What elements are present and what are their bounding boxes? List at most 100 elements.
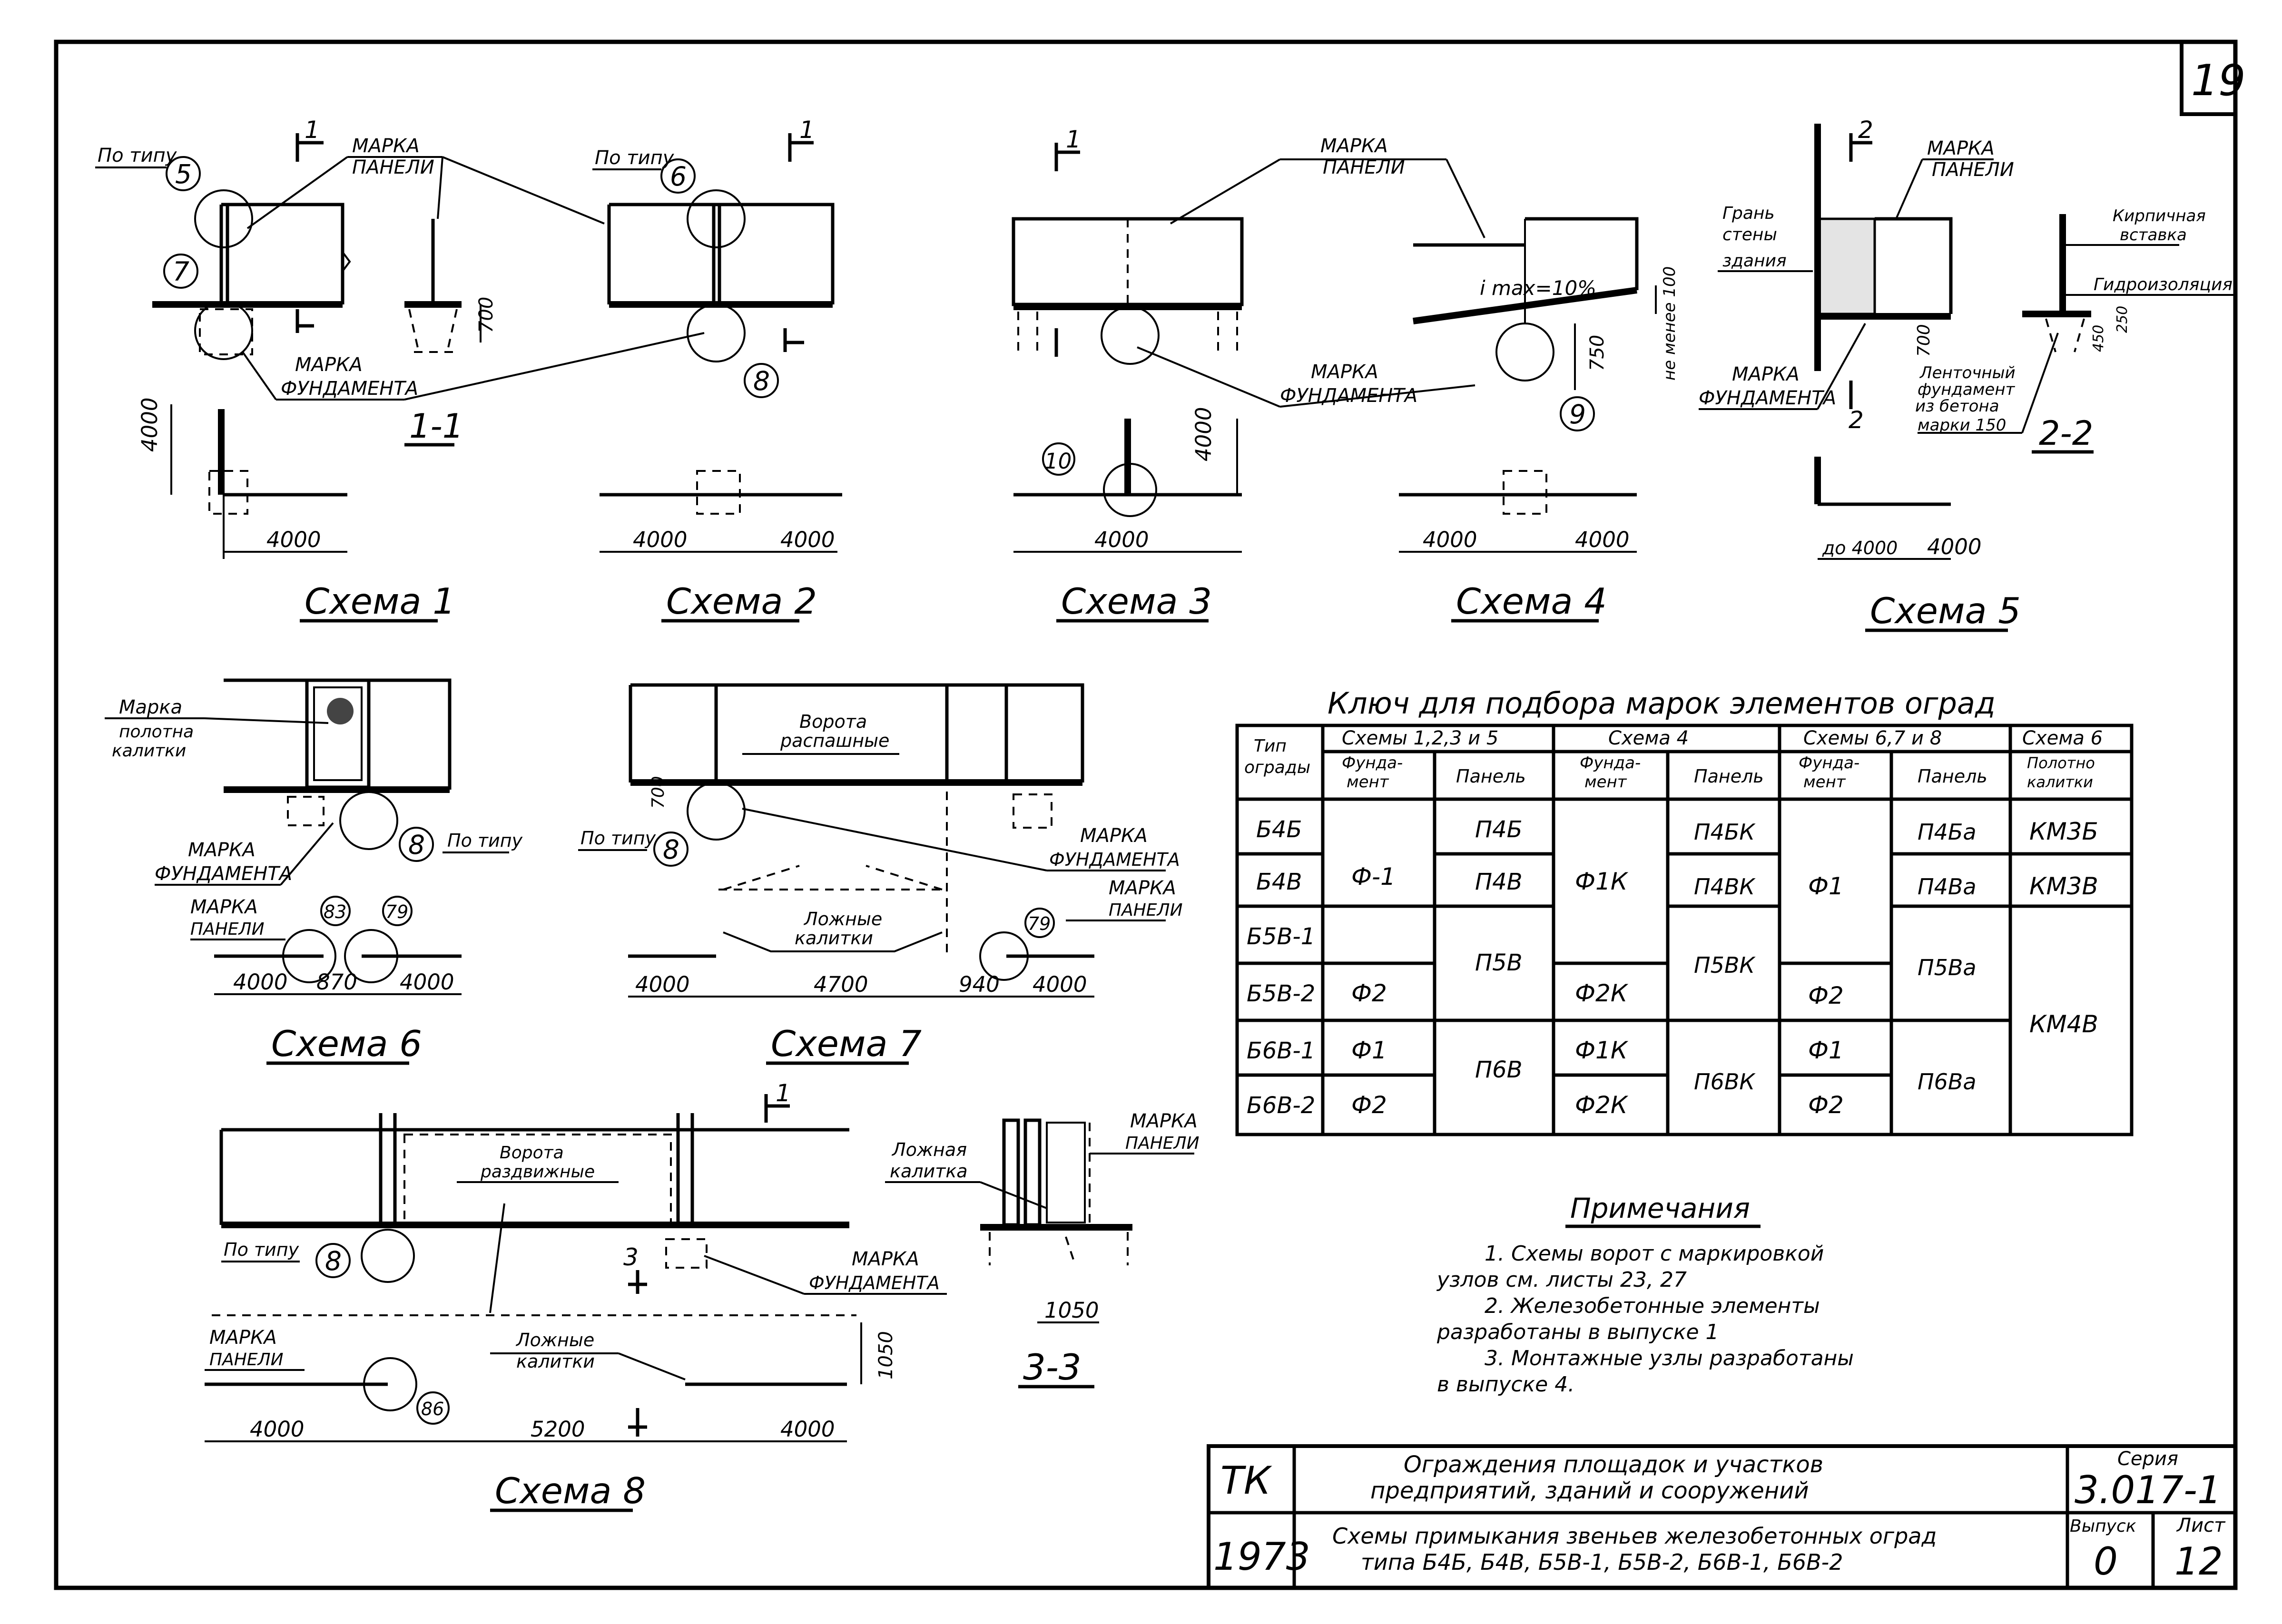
svg-text:Ф2: Ф2: [1351, 979, 1387, 1007]
scheme-5: 2 2 Грань стены здания МАРКА ПАНЕЛИ МАРК…: [1699, 116, 2236, 632]
svg-text:П4Б: П4Б: [1475, 816, 1523, 843]
svg-text:1. Схемы ворот с маркировкой: 1. Схемы ворот с маркировкой: [1485, 1242, 1824, 1266]
series-number: 3.017-1: [2075, 1468, 2222, 1512]
svg-text:ФУНДАМЕНТА: ФУНДАМЕНТА: [281, 378, 418, 400]
svg-text:Фунда-: Фунда-: [1580, 753, 1641, 773]
svg-text:4000: 4000: [1575, 527, 1630, 552]
svg-text:700: 700: [1914, 324, 1934, 357]
svg-text:Б4Б: Б4Б: [1256, 816, 1302, 843]
svg-text:Панель: Панель: [1694, 766, 1764, 787]
svg-text:Ф1К: Ф1К: [1575, 868, 1629, 895]
svg-text:МАРКА: МАРКА: [190, 896, 258, 918]
svg-text:калитки: калитки: [2027, 773, 2093, 791]
svg-text:Гидроизоляция: Гидроизоляция: [2094, 275, 2233, 294]
svg-text:ПАНЕЛИ: ПАНЕЛИ: [1932, 159, 2014, 181]
svg-text:МАРКА: МАРКА: [188, 839, 256, 861]
scheme-7-title: Схема 7: [771, 1023, 922, 1065]
svg-text:4000: 4000: [266, 527, 321, 552]
svg-text:Ф1К: Ф1К: [1575, 1037, 1629, 1064]
svg-text:4000: 4000: [1927, 534, 1982, 559]
svg-text:4000: 4000: [633, 527, 688, 552]
svg-text:Серия: Серия: [2117, 1448, 2178, 1470]
svg-text:4000: 4000: [1094, 527, 1149, 552]
svg-text:ФУНДАМЕНТА: ФУНДАМЕНТА: [1280, 385, 1417, 407]
svg-text:ПАНЕЛИ: ПАНЕЛИ: [352, 157, 434, 178]
svg-text:86: 86: [421, 1399, 444, 1419]
scheme-4-title: Схема 4: [1456, 580, 1607, 622]
svg-text:Б6В-1: Б6В-1: [1247, 1037, 1315, 1064]
svg-text:МАРКА: МАРКА: [1311, 361, 1378, 383]
svg-text:Ленточный: Ленточный: [1919, 363, 2016, 382]
svg-text:Ложные: Ложные: [803, 909, 882, 929]
svg-text:1: 1: [305, 116, 320, 144]
key-table-title: Ключ для подбора марок элементов оград: [1328, 686, 1996, 721]
svg-text:П4В: П4В: [1475, 869, 1523, 895]
svg-text:Фунда-: Фунда-: [1799, 753, 1859, 773]
svg-text:Лист: Лист: [2176, 1515, 2226, 1536]
svg-text:Ф2К: Ф2К: [1575, 979, 1629, 1007]
svg-text:Кирпичная: Кирпичная: [2113, 206, 2206, 225]
title-line-1: Ограждения площадок и участков: [1404, 1451, 1823, 1478]
svg-text:ПАНЕЛИ: ПАНЕЛИ: [209, 1350, 284, 1370]
svg-text:марки 150: марки 150: [1918, 416, 2006, 435]
year: 1973: [1213, 1535, 1310, 1579]
svg-text:i max=10%: i max=10%: [1480, 276, 1596, 300]
svg-text:в выпуске 4.: в выпуске 4.: [1437, 1372, 1574, 1397]
svg-text:П6ВК: П6ВК: [1694, 1069, 1756, 1095]
svg-text:10: 10: [1044, 449, 1072, 474]
page-number: 19: [2191, 56, 2246, 106]
svg-text:700: 700: [649, 776, 668, 809]
svg-text:МАРКА: МАРКА: [1130, 1110, 1198, 1132]
scheme-2-title: Схема 2: [666, 580, 817, 622]
scheme-1: 1 По типу 5 7 МАРКА ПАНЕЛИ МАРКА ФУНДАМЕ…: [95, 116, 705, 623]
sheet-number: 12: [2174, 1539, 2223, 1584]
svg-text:Ф-1: Ф-1: [1351, 863, 1396, 890]
svg-text:Ворота: Ворота: [799, 711, 867, 732]
scheme-2: 1 По типу 6 8 4000 4000 Схема 2: [592, 116, 842, 623]
scheme-3-title: Схема 3: [1061, 580, 1212, 622]
svg-text:Б4В: Б4В: [1256, 869, 1302, 895]
svg-text:П4Ба: П4Ба: [1918, 819, 1977, 845]
svg-text:Ф2: Ф2: [1351, 1091, 1387, 1119]
svg-text:стены: стены: [1722, 225, 1777, 245]
svg-text:4000: 4000: [250, 1417, 305, 1442]
svg-text:Ложные: Ложные: [515, 1330, 594, 1350]
svg-text:КМ4В: КМ4В: [2029, 1010, 2098, 1038]
svg-text:МАРКА: МАРКА: [209, 1327, 277, 1349]
svg-text:1: 1: [799, 116, 815, 144]
svg-text:Марка: Марка: [119, 696, 182, 718]
svg-text:79: 79: [385, 901, 408, 922]
subtitle-line-2: типа Б4Б, Б4В, Б5В-1, Б5В-2, Б6В-1, Б6В-…: [1361, 1549, 1843, 1575]
svg-text:распашные: распашные: [780, 730, 889, 751]
notes-title: Примечания: [1570, 1192, 1750, 1224]
scheme-6: Марка полотна калитки МАРКА ФУНДАМЕНТА 8…: [105, 678, 523, 1065]
svg-text:П4Ва: П4Ва: [1918, 874, 1977, 900]
svg-text:8: 8: [663, 834, 679, 865]
svg-text:мент: мент: [1347, 773, 1389, 792]
svg-text:1: 1: [1066, 126, 1081, 153]
svg-text:Ф1: Ф1: [1808, 1037, 1844, 1064]
issue-number: 0: [2094, 1539, 2118, 1584]
scheme-3: 1 10 4000 4000 Схема 3: [1012, 126, 1244, 623]
svg-text:МАРКА: МАРКА: [295, 354, 363, 376]
svg-text:7: 7: [173, 256, 189, 287]
svg-text:2: 2: [1858, 116, 1873, 144]
svg-text:4000: 4000: [137, 397, 162, 452]
svg-text:узлов см. листы 23, 27: узлов см. листы 23, 27: [1436, 1268, 1687, 1292]
svg-text:ФУНДАМЕНТА: ФУНДАМЕНТА: [1699, 387, 1836, 409]
svg-text:МАРКА: МАРКА: [1320, 135, 1388, 157]
page-number-box: [2180, 42, 2235, 116]
svg-text:250: 250: [2114, 306, 2131, 333]
svg-text:870: 870: [316, 969, 357, 995]
svg-text:мент: мент: [1584, 773, 1627, 792]
svg-text:2. Железобетонные элементы: 2. Железобетонные элементы: [1485, 1294, 1820, 1318]
svg-text:Выпуск: Выпуск: [2070, 1516, 2136, 1536]
svg-text:1050: 1050: [1044, 1298, 1099, 1323]
svg-text:МАРКА: МАРКА: [352, 135, 420, 157]
svg-text:83: 83: [324, 901, 346, 922]
svg-text:Ф1: Ф1: [1351, 1037, 1387, 1064]
svg-text:5: 5: [175, 159, 192, 189]
svg-text:4000: 4000: [1191, 407, 1216, 461]
svg-text:Панель: Панель: [1918, 766, 1987, 787]
svg-text:МАРКА: МАРКА: [1109, 877, 1176, 899]
